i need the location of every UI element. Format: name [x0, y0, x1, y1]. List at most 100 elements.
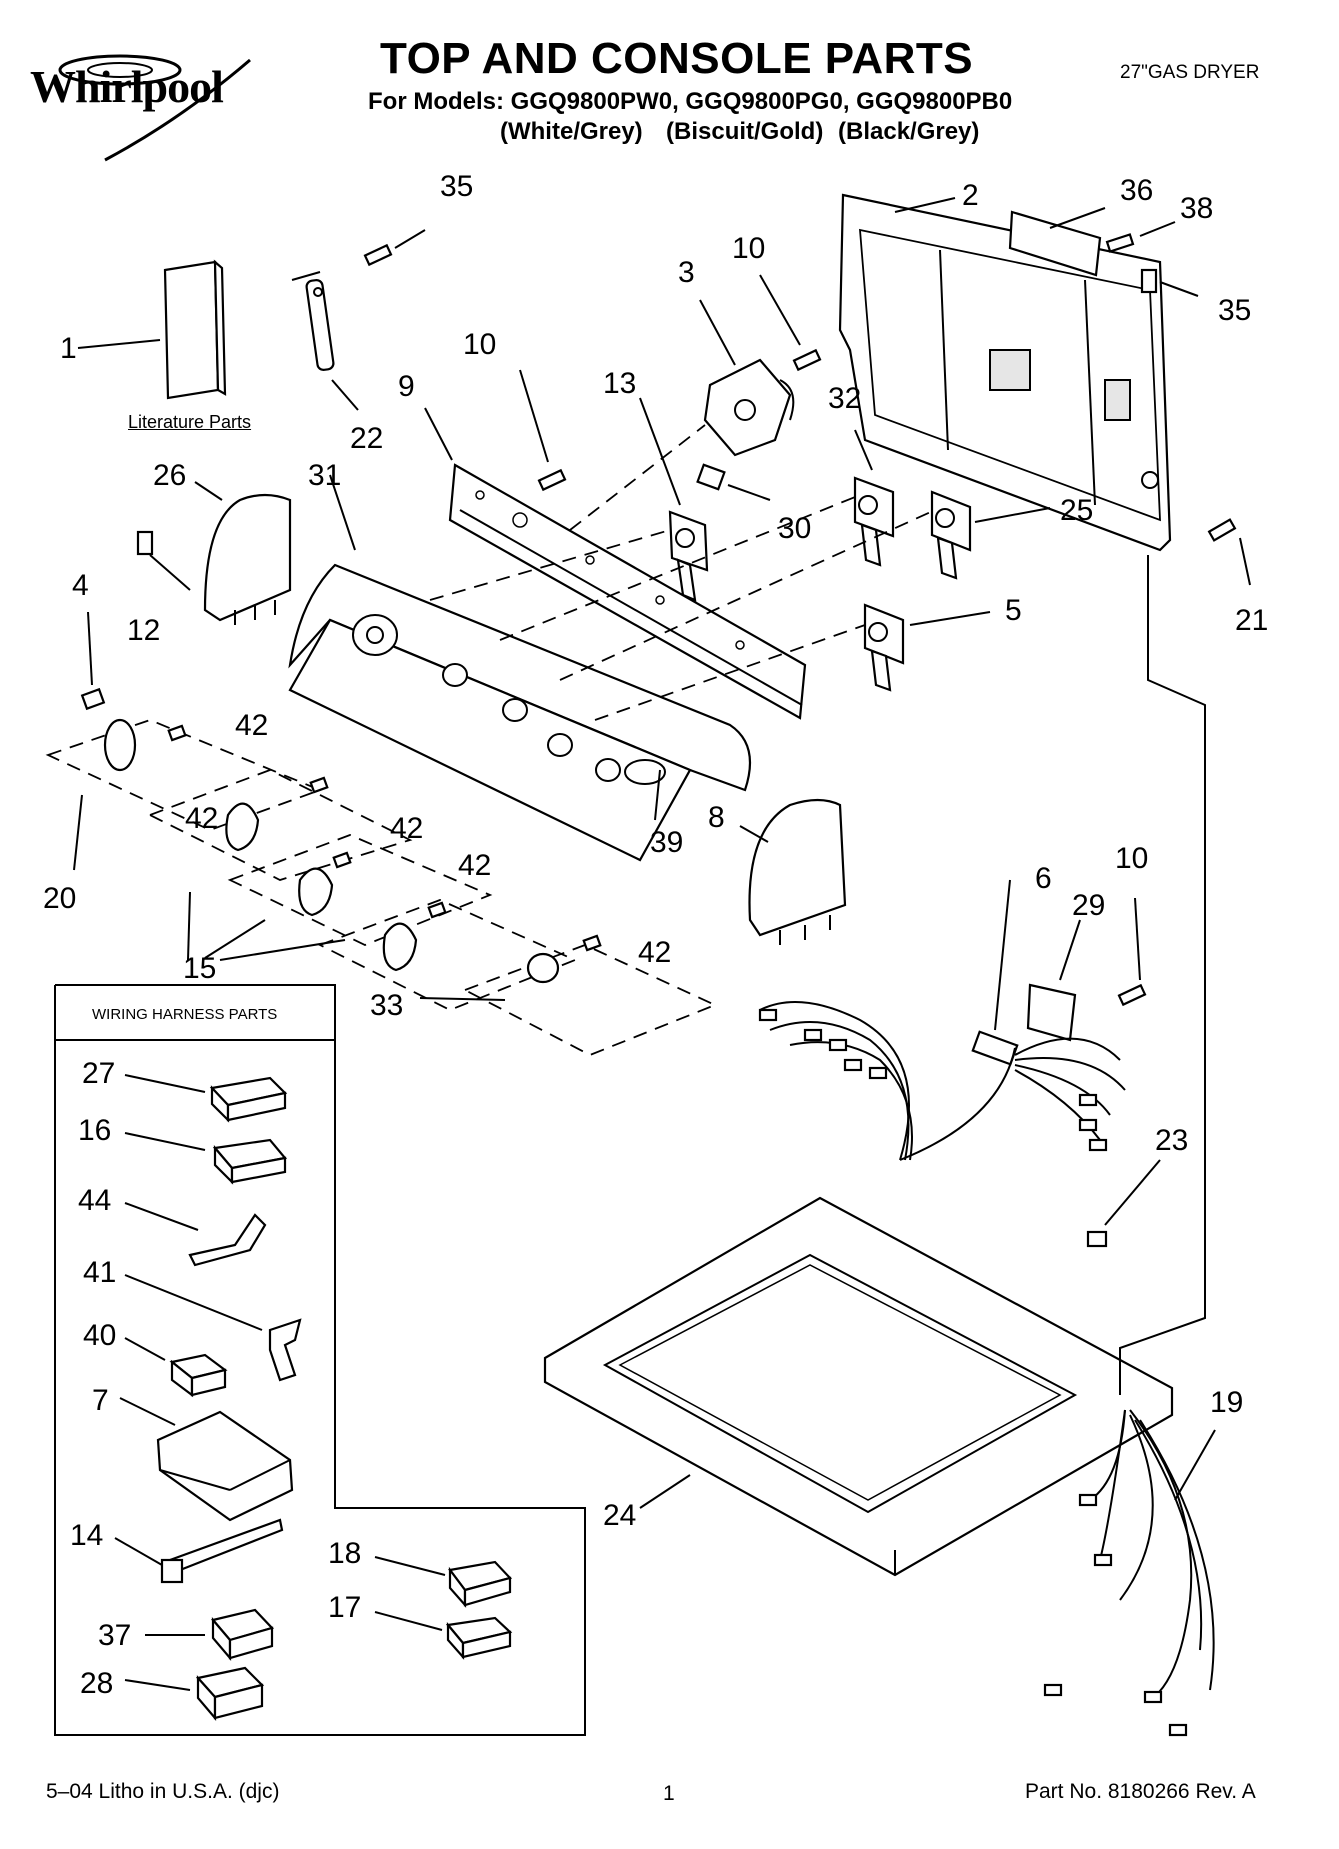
rotary-switch-part — [863, 603, 905, 692]
callout-20: 20 — [43, 882, 76, 915]
callout-32: 32 — [828, 382, 861, 415]
callout-29: 29 — [1072, 889, 1105, 922]
logo-swirl-icon — [58, 54, 251, 162]
screw-icon — [1117, 983, 1147, 1007]
callout-44: 44 — [78, 1184, 111, 1217]
top-panel-part — [543, 1196, 1174, 1577]
harness-part-28 — [195, 1666, 265, 1721]
callout-38: 38 — [1180, 192, 1213, 225]
rotary-switch-part — [853, 476, 895, 567]
harness-part-14 — [160, 1518, 284, 1584]
connector-part — [696, 463, 726, 491]
wiring-harness-parts-title: WIRING HARNESS PARTS — [92, 1006, 278, 1023]
callout-37: 37 — [98, 1619, 131, 1652]
rear-console-panel-part — [838, 193, 1172, 552]
callout-24: 24 — [603, 1499, 636, 1532]
variant-biscuit-gold: (Biscuit/Gold) — [666, 118, 824, 145]
callout-42-a: 42 — [235, 709, 268, 742]
callout-23: 23 — [1155, 1124, 1188, 1157]
callout-35-top: 35 — [440, 170, 473, 203]
callout-30: 30 — [778, 512, 811, 545]
callout-10-bracket-screw: 10 — [463, 328, 496, 361]
callout-6: 6 — [1035, 862, 1052, 895]
harness-part-40 — [169, 1353, 228, 1398]
callout-31: 31 — [308, 459, 341, 492]
callout-28: 28 — [80, 1667, 113, 1700]
callout-27: 27 — [82, 1057, 115, 1090]
console-plate-part — [1008, 210, 1102, 277]
callout-42-e: 42 — [638, 936, 671, 969]
callout-33: 33 — [370, 989, 403, 1022]
literature-book-part — [163, 259, 227, 400]
callout-39: 39 — [650, 826, 683, 859]
part-number: Part No. 8180266 Rev. A — [1025, 1780, 1256, 1803]
callout-21: 21 — [1235, 604, 1268, 637]
harness-part-18 — [448, 1560, 513, 1608]
callout-19: 19 — [1210, 1386, 1243, 1419]
callout-40: 40 — [83, 1319, 116, 1352]
callout-5: 5 — [1005, 594, 1022, 627]
callout-4: 4 — [72, 569, 89, 602]
wiring-harness-parts-box — [54, 984, 586, 1736]
callout-35-right: 35 — [1218, 294, 1251, 327]
screw-icon — [80, 687, 106, 711]
callout-14: 14 — [70, 1519, 103, 1552]
whirlpool-logo: Whirlpool — [30, 61, 224, 112]
end-cap-left-part — [203, 493, 292, 625]
callout-13: 13 — [603, 367, 636, 400]
harness-part-37 — [210, 1608, 275, 1661]
rotary-switch-part — [668, 510, 709, 602]
harness-part-16 — [212, 1138, 288, 1185]
litho-note: 5–04 Litho in U.S.A. (djc) — [46, 1780, 280, 1803]
rotary-switch-part — [930, 490, 972, 580]
page-number: 1 — [663, 1782, 675, 1805]
screw-icon — [537, 468, 567, 492]
harness-part-27 — [209, 1076, 288, 1123]
callout-1: 1 — [60, 332, 77, 365]
literature-parts-label: Literature Parts — [128, 412, 252, 432]
callout-8: 8 — [708, 801, 725, 834]
callout-10-board-screw: 10 — [1115, 842, 1148, 875]
screw-icon — [1105, 233, 1135, 253]
callout-3: 3 — [678, 256, 695, 289]
models-line: For Models: GGQ9800PW0, GGQ9800PG0, GGQ9… — [368, 88, 1013, 115]
callout-2: 2 — [962, 179, 979, 212]
callout-12: 12 — [127, 614, 160, 647]
wire-leads-part — [1043, 1409, 1215, 1737]
page-title: TOP AND CONSOLE PARTS — [380, 34, 974, 83]
product-type: 27"GAS DRYER — [1120, 62, 1260, 83]
variant-white-grey: (White/Grey) — [500, 118, 643, 145]
callout-9: 9 — [398, 370, 415, 403]
callout-18: 18 — [328, 1537, 361, 1570]
callout-17: 17 — [328, 1591, 361, 1624]
callout-7: 7 — [92, 1384, 109, 1417]
mounting-bracket-part — [291, 271, 335, 371]
callout-25: 25 — [1060, 494, 1093, 527]
harness-part-17 — [445, 1616, 513, 1660]
screw-icon — [1140, 268, 1158, 294]
callout-15: 15 — [183, 952, 216, 985]
harness-part-41 — [268, 1318, 302, 1382]
harness-part-7 — [156, 1410, 294, 1522]
callout-10-timer-screw: 10 — [732, 232, 765, 265]
callout-42-c: 42 — [390, 812, 423, 845]
variant-black-grey: (Black/Grey) — [838, 118, 980, 145]
harness-part-44 — [188, 1213, 267, 1267]
screw-icon — [792, 348, 822, 372]
end-cap-right-part — [748, 798, 847, 945]
console-housing-part — [288, 563, 752, 862]
callout-42-b: 42 — [185, 802, 218, 835]
callout-16: 16 — [78, 1114, 111, 1147]
callout-26: 26 — [153, 459, 186, 492]
screw-icon — [136, 530, 154, 556]
knob-assembly-groups — [45, 718, 718, 1056]
callout-36: 36 — [1120, 174, 1153, 207]
callout-42-d: 42 — [458, 849, 491, 882]
callout-41: 41 — [83, 1256, 116, 1289]
wiring-harness-part — [758, 983, 1126, 1161]
clip-part — [1086, 1230, 1108, 1248]
callout-22: 22 — [350, 422, 383, 455]
screw-icon — [1207, 518, 1237, 542]
timer-switch-part — [703, 358, 795, 457]
